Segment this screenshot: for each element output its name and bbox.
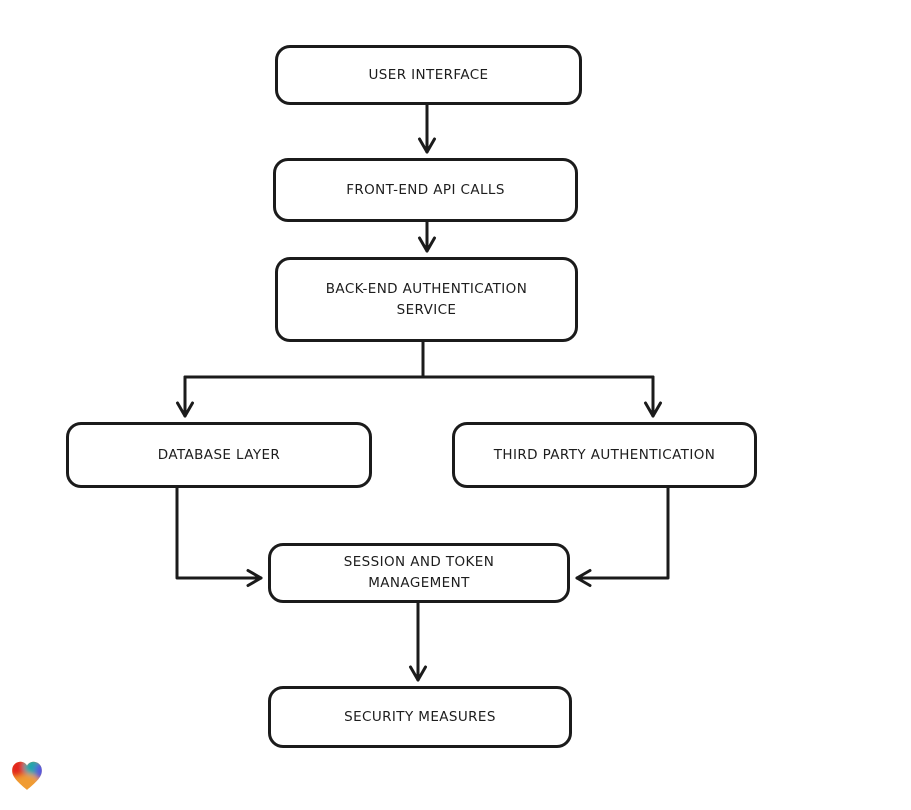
node-third-party-auth[interactable]: THIRD PARTY AUTHENTICATION xyxy=(452,422,757,488)
node-security-measures[interactable]: SECURITY MEASURES xyxy=(268,686,572,748)
edge-database-layer-to-session-token-mgmt[interactable] xyxy=(175,486,263,587)
edge-back-end-auth-branch-rail[interactable] xyxy=(183,340,655,379)
node-label: BACK-END AUTHENTICATION SERVICE xyxy=(325,280,528,318)
node-label: DATABASE LAYER xyxy=(157,446,281,463)
node-label: THIRD PARTY AUTHENTICATION xyxy=(493,446,716,463)
node-label: USER INTERFACE xyxy=(368,66,489,83)
node-user-interface[interactable]: USER INTERFACE xyxy=(275,45,582,105)
heart-icon xyxy=(12,761,42,790)
node-label: FRONT-END API CALLS xyxy=(346,181,505,198)
node-label: SESSION AND TOKEN MANAGEMENT xyxy=(343,554,495,591)
edge-third-party-auth-to-session-token-mgmt[interactable] xyxy=(575,486,670,587)
node-label: SECURITY MEASURES xyxy=(344,708,496,725)
node-session-token-mgmt[interactable]: SESSION AND TOKEN MANAGEMENT xyxy=(268,543,570,603)
node-back-end-auth-service[interactable]: BACK-END AUTHENTICATION SERVICE xyxy=(275,257,578,342)
node-front-end-api-calls[interactable]: FRONT-END API CALLS xyxy=(273,158,578,222)
eraser-heart-logo xyxy=(10,760,44,792)
node-database-layer[interactable]: DATABASE LAYER xyxy=(66,422,372,488)
